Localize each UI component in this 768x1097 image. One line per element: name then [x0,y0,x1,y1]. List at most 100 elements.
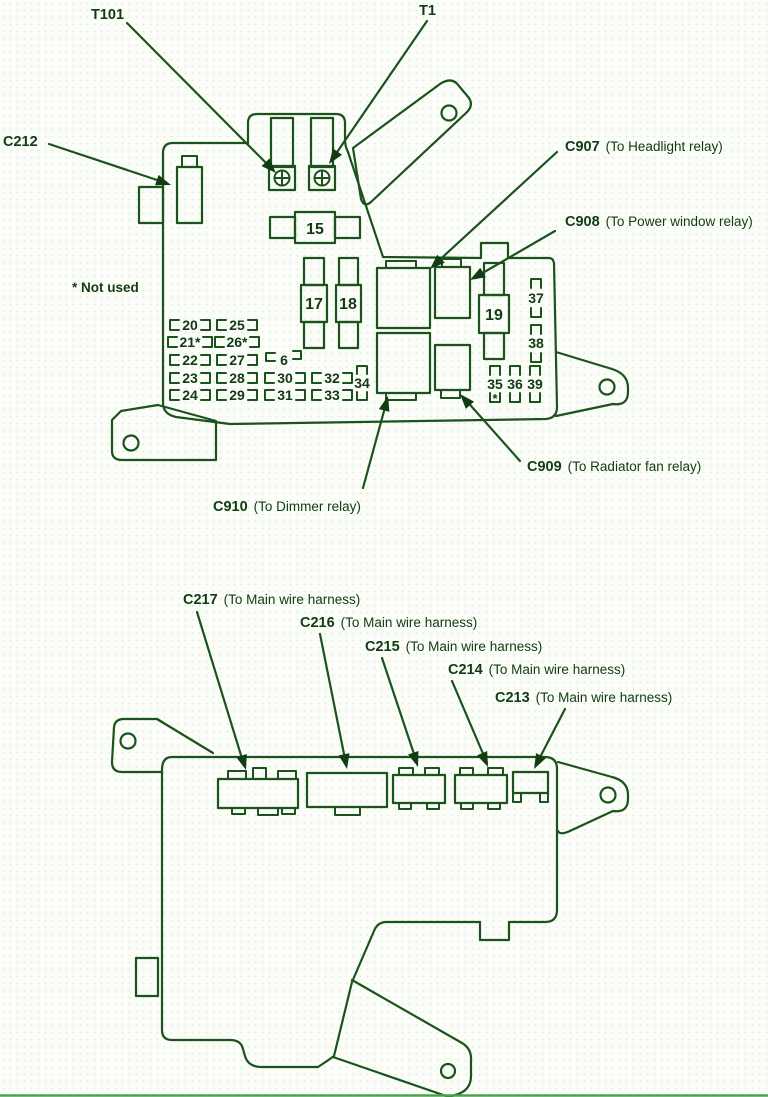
label-c215: C215(To Main wire harness) [365,639,542,655]
mount-hole-icon [440,104,458,122]
arrowhead-icon [236,754,247,770]
callout-leaders-bottom [195,610,567,770]
arrowhead-icon [155,174,171,186]
fuse-18: 18 [334,256,363,350]
arrowhead-icon [329,148,343,164]
fuse-28: 28 [216,370,258,386]
relay-power-window-socket [433,258,472,320]
arrowhead-icon [430,254,445,269]
svg-text:32: 32 [324,370,340,386]
svg-text:38: 38 [528,335,544,351]
fuse-25: 25 [216,317,258,333]
svg-text:30: 30 [277,370,293,386]
svg-text:23: 23 [182,370,198,386]
mount-hole-icon [119,732,137,750]
mount-tab-right-2 [556,760,630,835]
svg-text:39: 39 [527,376,543,392]
fusebox-top-outline [161,112,559,426]
arrowhead-icon [408,751,419,767]
fuse-33: 33 [311,387,353,403]
top-view: 15 17 18 19 [3,3,753,515]
side-lug [134,956,160,998]
svg-text:28: 28 [229,370,245,386]
fuse-26: 26* [214,334,260,350]
svg-text:25: 25 [229,317,245,333]
arrowhead-icon [534,753,546,769]
arrowhead-icon [460,394,475,409]
svg-text:29: 29 [229,387,245,403]
svg-text:36: 36 [507,376,523,392]
mount-tab-top-left [110,717,215,774]
arrowhead-icon [470,267,486,280]
arrowhead-icon [261,158,276,173]
label-c910: C910(To Dimmer relay) [213,499,361,515]
fuse-34: 34 [354,365,370,401]
svg-text:22: 22 [182,352,198,368]
not-used-star-icon: * [492,391,498,406]
label-c212: C212 [3,134,38,150]
label-c213: C213(To Main wire harness) [495,690,672,706]
mount-hole-icon [122,434,140,452]
fuse-35: 35 * [487,365,503,406]
label-t1: T1 [419,3,436,19]
label-c908: C908(To Power window relay) [565,214,753,230]
svg-text:31: 31 [277,387,293,403]
mount-hole-icon [599,786,617,804]
fuse-18-label: 18 [339,296,357,313]
note-not-used: * Not used [72,280,139,295]
svg-text:6: 6 [280,352,288,368]
fuse-19-label: 19 [485,307,503,324]
fuse-17-label: 17 [305,296,323,313]
arrowhead-icon [378,396,390,412]
svg-text:21*: 21* [179,334,201,350]
fuse-23: 23 [169,370,211,386]
fuse-31: 31 [264,387,306,403]
terminal-t101 [267,116,297,192]
mount-leg-bottom [331,978,473,1097]
svg-text:26*: 26* [226,334,248,350]
fuse-37: 37 [528,278,544,318]
arrowhead-icon [338,753,350,769]
label-c907: C907(To Headlight relay) [565,139,723,155]
svg-text:20: 20 [182,317,198,333]
mount-tab-bottom-left [110,403,218,462]
fuse-19: 19 [477,261,511,361]
screw-icon [273,169,291,187]
fuse-39: 39 [527,365,543,403]
screw-icon [313,169,331,187]
svg-text:27: 27 [229,352,245,368]
svg-text:33: 33 [324,387,340,403]
terminal-t1 [307,116,337,192]
fuse-22: 22 [169,352,211,368]
label-c214: C214(To Main wire harness) [448,662,625,678]
label-t101: T101 [91,7,124,23]
bottom-view: C217(To Main wire harness) C216(To Main … [110,592,672,1097]
arrowhead-icon [477,751,488,767]
fuse-38: 38 [528,324,544,363]
label-c216: C216(To Main wire harness) [300,615,477,631]
connector-c216 [305,771,389,816]
fuse-15-label: 15 [306,221,324,238]
fuse-29: 29 [216,387,258,403]
connector-c214 [453,767,509,810]
fuse-17: 17 [299,256,329,350]
connector-c217 [216,767,300,816]
fuse-36: 36 [507,365,523,403]
relay-headlight-socket [375,260,432,330]
connector-c215 [391,767,447,810]
fuse-27: 27 [216,352,258,368]
fuse-30: 30 [264,370,306,386]
fusebox-bottom-outline [160,755,559,1069]
mount-tab-right [554,350,630,418]
fuse-24: 24 [169,387,211,403]
svg-text:35: 35 [487,376,503,392]
fuse-6: 6 [265,350,302,368]
fuse-15: 15 [268,210,362,245]
callout-leaders [47,19,559,490]
fuse-32: 32 [311,370,353,386]
fuse-20: 20 [169,317,211,333]
side-lug [137,185,165,225]
mount-hole-icon [439,1062,457,1080]
connector-c212 [175,155,204,225]
